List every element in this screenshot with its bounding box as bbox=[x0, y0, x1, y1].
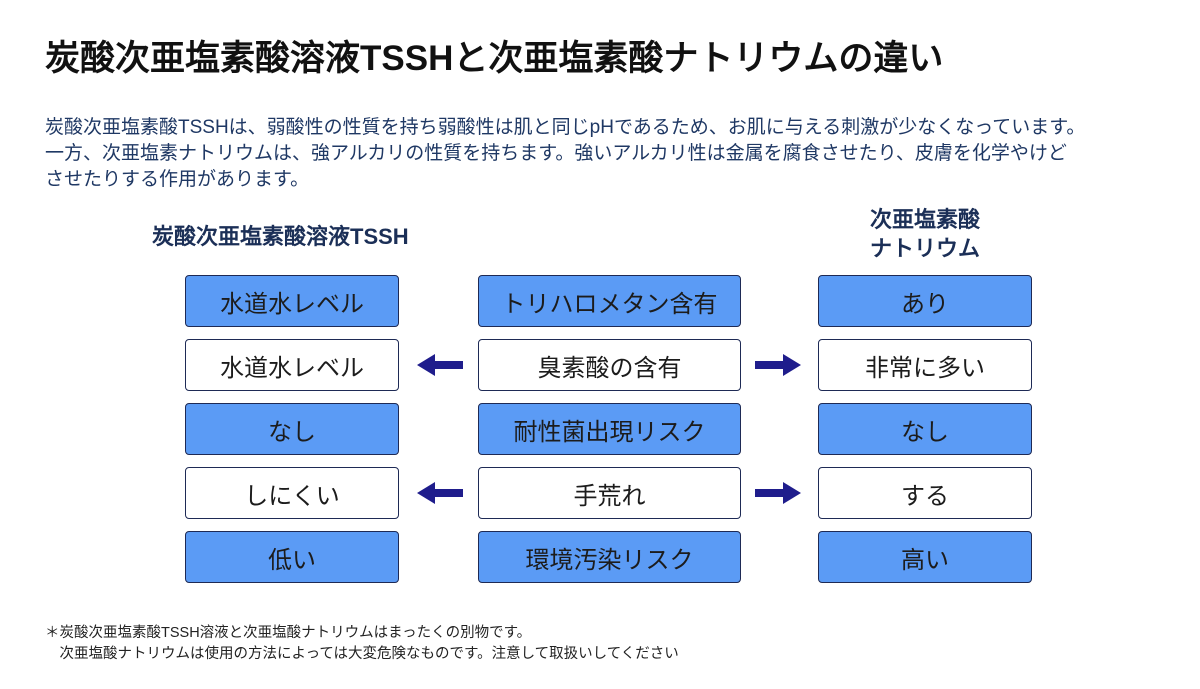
criterion-cell: トリハロメタン含有 bbox=[478, 275, 741, 327]
row-bromate: 水道水レベル 臭素酸の含有 非常に多い bbox=[0, 339, 1200, 391]
arrow-right-icon bbox=[755, 354, 801, 376]
intro-line: 一方、次亜塩素ナトリウムは、強アルカリの性質を持ちます。強いアルカリ性は金属を腐… bbox=[45, 143, 1067, 164]
arrow-left-icon bbox=[417, 354, 463, 376]
sodium-hypochlorite-cell: あり bbox=[818, 275, 1032, 327]
page-title: 炭酸次亜塩素酸溶液TSSHと次亜塩素酸ナトリウムの違い bbox=[45, 39, 944, 78]
sodium-hypochlorite-header-line: ナトリウム bbox=[869, 236, 980, 261]
row-resistant-bacteria: なし 耐性菌出現リスク なし bbox=[0, 403, 1200, 455]
arrow-shape bbox=[755, 482, 801, 504]
footnote-line: ＊炭酸次亜塩素酸TSSH溶液と次亜塩酸ナトリウムはまったくの別物です。 bbox=[45, 625, 532, 641]
row-trihalomethane: 水道水レベル トリハロメタン含有 あり bbox=[0, 275, 1200, 327]
criterion-cell: 環境汚染リスク bbox=[478, 531, 741, 583]
sodium-hypochlorite-column-header: 次亜塩素酸 ナトリウム bbox=[818, 205, 1032, 263]
arrow-left-icon bbox=[417, 482, 463, 504]
tssh-cell: 水道水レベル bbox=[185, 275, 399, 327]
criterion-cell: 臭素酸の含有 bbox=[478, 339, 741, 391]
arrow-right-icon bbox=[755, 482, 801, 504]
intro-paragraph: 炭酸次亜塩素酸TSSHは、弱酸性の性質を持ち弱酸性は肌と同じpHであるため、お肌… bbox=[45, 115, 1085, 193]
criterion-cell: 耐性菌出現リスク bbox=[478, 403, 741, 455]
sodium-hypochlorite-header-line: 次亜塩素酸 bbox=[869, 207, 980, 232]
sodium-hypochlorite-cell: なし bbox=[818, 403, 1032, 455]
tssh-cell: しにくい bbox=[185, 467, 399, 519]
intro-line: 炭酸次亜塩素酸TSSHは、弱酸性の性質を持ち弱酸性は肌と同じpHであるため、お肌… bbox=[45, 117, 1086, 138]
tssh-cell: なし bbox=[185, 403, 399, 455]
arrow-shape bbox=[417, 482, 463, 504]
sodium-hypochlorite-cell: 非常に多い bbox=[818, 339, 1032, 391]
sodium-hypochlorite-cell: 高い bbox=[818, 531, 1032, 583]
footnote: ＊炭酸次亜塩素酸TSSH溶液と次亜塩酸ナトリウムはまったくの別物です。 次亜塩酸… bbox=[45, 623, 679, 665]
tssh-cell: 低い bbox=[185, 531, 399, 583]
criterion-cell: 手荒れ bbox=[478, 467, 741, 519]
tssh-cell: 水道水レベル bbox=[185, 339, 399, 391]
footnote-line: 次亜塩酸ナトリウムは使用の方法によっては大変危険なものです。注意して取扱いしてく… bbox=[45, 646, 679, 662]
arrow-shape bbox=[755, 354, 801, 376]
row-environmental-risk: 低い 環境汚染リスク 高い bbox=[0, 531, 1200, 583]
arrow-shape bbox=[417, 354, 463, 376]
tssh-column-header: 炭酸次亜塩素酸溶液TSSH bbox=[152, 224, 409, 249]
row-skin-irritation: しにくい 手荒れ する bbox=[0, 467, 1200, 519]
intro-line: させたりする作用があります。 bbox=[45, 169, 310, 190]
sodium-hypochlorite-cell: する bbox=[818, 467, 1032, 519]
